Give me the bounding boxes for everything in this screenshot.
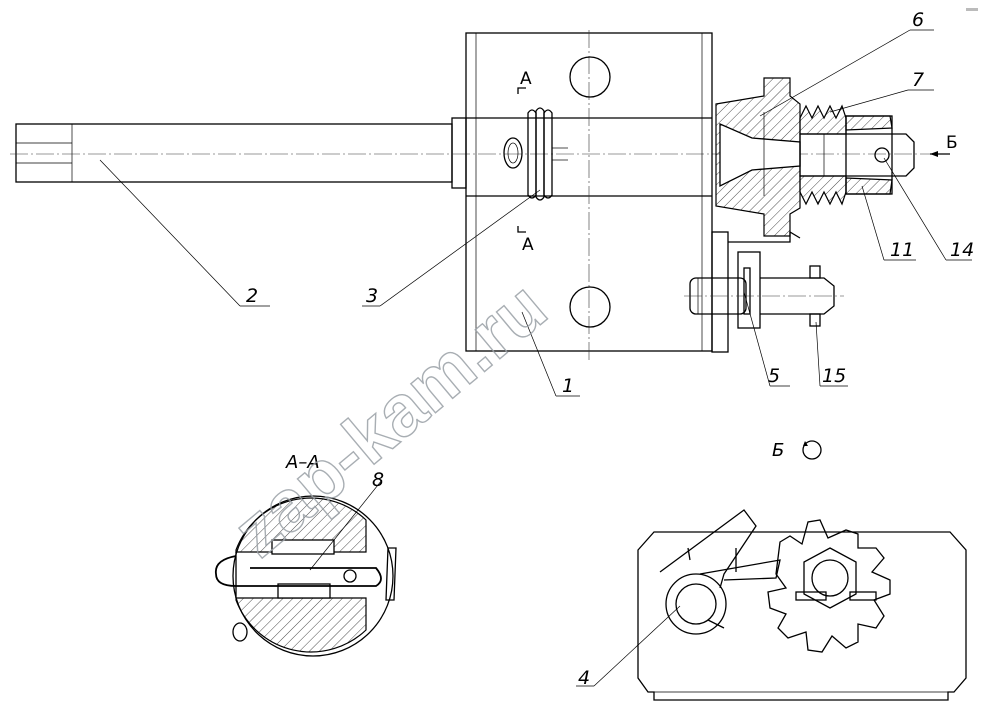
callout-5: 5 — [768, 365, 780, 387]
section-aa: А–А 8 — [214, 452, 397, 657]
view-b-arrow-label: Б — [946, 133, 958, 153]
nut-11 — [845, 115, 893, 195]
callout-6: 6 — [912, 9, 924, 31]
section-a-top-label: A — [520, 69, 532, 89]
callout-3: 3 — [366, 285, 378, 307]
view-b: Б 4 — [576, 440, 967, 701]
watermark: zap-kam.ru — [219, 267, 562, 573]
callout-4: 4 — [578, 667, 590, 689]
sprocket — [767, 519, 891, 653]
corner-mark — [966, 8, 978, 11]
callout-1: 1 — [562, 375, 574, 397]
callout-2: 2 — [246, 285, 258, 307]
shaft-2 — [15, 117, 467, 189]
callout-14: 14 — [950, 239, 974, 261]
section-aa-title: А–А — [285, 452, 320, 473]
shaft-end-14 — [799, 133, 915, 177]
section-a-bottom-label: A — [522, 235, 534, 255]
cam-6 — [715, 77, 801, 237]
spring-3 — [527, 107, 568, 201]
view-b-title: Б — [772, 440, 784, 461]
lever-assembly — [684, 230, 844, 353]
rotate-icon — [802, 440, 822, 460]
leader-lines — [99, 29, 972, 397]
callout-11: 11 — [890, 239, 914, 261]
gear-7 — [799, 104, 847, 206]
callout-7: 7 — [912, 69, 924, 91]
main-view: A A Б — [10, 9, 974, 397]
callout-15: 15 — [822, 365, 846, 387]
section-a-marks: A A — [517, 69, 534, 255]
view-b-arrow: Б — [930, 133, 958, 157]
housing-1 — [465, 30, 713, 360]
callout-8: 8 — [372, 469, 384, 491]
